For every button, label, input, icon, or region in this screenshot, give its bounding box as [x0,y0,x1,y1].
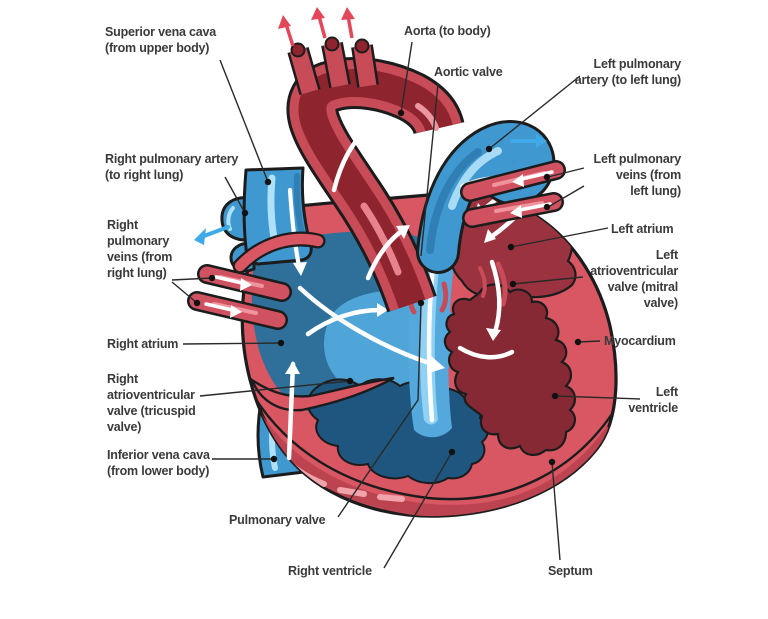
label-left-pulmonary-artery: Left pulmonary artery (to left lung) [574,57,681,87]
leader-aortic-valve [420,83,439,257]
label-superior-vena-cava: Superior vena cava (from upper body) [105,25,217,55]
left-pulmonary-veins-vessel [460,160,566,228]
leader-left-atrium [510,227,609,248]
leader-right-pulmonary-vein-2 [171,281,198,304]
label-right-av-valve: Right atrioventricular valve (tricuspid … [107,372,196,434]
mitral-valve-flap [495,261,508,307]
leader-right-pulmonary-vein-1 [171,277,213,281]
label-right-ventricle: Right ventricle [288,564,372,578]
leader-left-pulmonary-vein-1 [547,167,585,178]
leader-lines [171,41,641,569]
leader-left-ventricle [554,395,641,400]
label-left-atrium: Left atrium [611,222,674,236]
leader-pulmonary-valve [337,304,422,518]
atrium-wall-band [232,231,326,274]
leader-left-pulmonary-artery [488,75,581,150]
label-left-pulmonary-veins: Left pulmonary veins (from left lung) [593,152,682,198]
leader-myocardium [577,340,601,343]
aorta-branches [287,36,379,96]
label-septum: Septum [548,564,593,578]
label-aorta: Aorta (to body) [404,24,491,38]
label-pulmonary-valve: Pulmonary valve [229,513,326,527]
leader-right-av-valve [199,380,351,397]
left-ventricle-region [443,283,576,456]
leader-right-atrium [182,342,282,345]
aorta-vessel [278,7,465,313]
right-pulmonary-artery-flow-arrow [194,225,230,245]
leader-right-ventricle [383,451,453,569]
label-left-ventricle: Left ventricle [628,385,678,415]
label-right-atrium: Right atrium [107,337,179,351]
label-myocardium: Myocardium [604,334,676,348]
right-pulmonary-veins-vessel [187,264,292,330]
label-left-av-valve: Left atrioventricular valve (mitral valv… [590,248,678,310]
bottom-rim-shadow [242,398,617,517]
leader-dots [193,109,582,466]
leader-left-av-valve [512,276,584,285]
aorta-output-arrows [278,7,355,47]
leader-superior-vena-cava [219,59,269,183]
leader-left-pulmonary-vein-2 [547,185,585,208]
leader-septum [551,461,561,561]
pulmonary-valve-cusp-right [439,281,449,313]
left-pulmonary-artery-flow-arrow [510,134,547,148]
label-aortic-valve: Aortic valve [434,65,503,79]
leader-right-pulmonary-artery [224,176,246,214]
tricuspid-valve-flap [249,376,395,412]
label-right-pulmonary-veins: Right pulmonary veins (from right lung) [107,218,173,280]
blood-flow-arrowheads [285,203,501,374]
leader-aorta [400,41,413,114]
label-right-pulmonary-artery: Right pulmonary artery (to right lung) [105,152,239,182]
mitral-valve-flap-2 [478,266,487,298]
label-inferior-vena-cava: Inferior vena cava (from lower body) [107,448,210,478]
